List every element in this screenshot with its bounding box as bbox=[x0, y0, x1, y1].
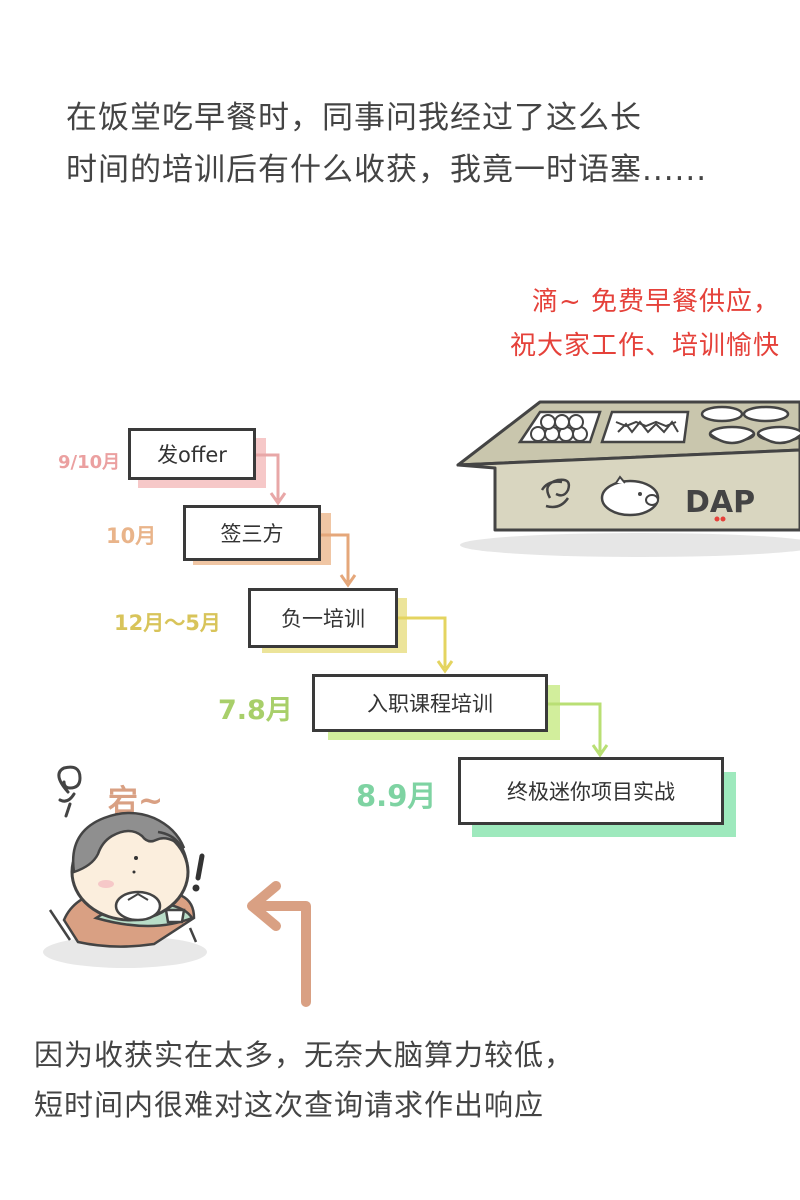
intro-text: 在饭堂吃早餐时，同事问我经过了这么长 时间的培训后有什么收获，我竟一时语塞...… bbox=[66, 92, 707, 196]
step-1-date: 9/10月 bbox=[58, 452, 121, 473]
egg-tray bbox=[517, 410, 602, 444]
step-3-box: 负一培训 bbox=[248, 588, 398, 648]
exclamation-icon bbox=[192, 853, 205, 892]
breakfast-counter-illustration: DAP bbox=[456, 400, 800, 557]
food-tray bbox=[600, 410, 690, 444]
notice-line-2: 祝大家工作、培训愉快 bbox=[509, 331, 780, 361]
cup-icon bbox=[164, 908, 186, 924]
intro-line-2: 时间的培训后有什么收获，我竟一时语塞...... bbox=[66, 152, 708, 188]
steamed-bun-icon bbox=[114, 890, 162, 922]
step-3-label: 负一培训 bbox=[281, 607, 365, 631]
dap-logo-text: DAP bbox=[685, 485, 755, 520]
swirl-logo-icon bbox=[540, 478, 571, 509]
pig-icon bbox=[600, 475, 660, 517]
bowls bbox=[700, 405, 800, 445]
sleepy-character-illustration bbox=[43, 765, 207, 968]
step-5-date: 8.9月 bbox=[356, 779, 437, 813]
notice-line-1: 滴~ 免费早餐供应， bbox=[531, 287, 780, 317]
step-2-label: 签三方 bbox=[220, 522, 284, 546]
step-4-label: 入职课程培训 bbox=[367, 692, 493, 716]
outro-text: 因为收获实在太多，无奈大脑算力较低， 短时间内很难对这次查询请求作出响应 bbox=[34, 1030, 574, 1130]
step-3-date: 12月～5月 bbox=[114, 611, 221, 635]
intro-line-1: 在饭堂吃早餐时，同事问我经过了这么长 bbox=[66, 100, 642, 136]
step-1-box: 发offer bbox=[128, 428, 256, 480]
outro-line-2: 短时间内很难对这次查询请求作出响应 bbox=[34, 1088, 545, 1122]
step-5-box: 终极迷你项目实战 bbox=[458, 757, 724, 825]
breakfast-notice: 滴~ 免费早餐供应， 祝大家工作、培训愉快 bbox=[510, 280, 780, 368]
step-2-date: 10月 bbox=[106, 524, 157, 548]
dizzy-swirl-icon bbox=[57, 765, 82, 818]
step-1-label: 发offer bbox=[157, 443, 227, 467]
outro-line-1: 因为收获实在太多，无奈大脑算力较低， bbox=[34, 1038, 575, 1072]
step-5-label: 终极迷你项目实战 bbox=[507, 780, 675, 804]
step-2-box: 签三方 bbox=[183, 505, 321, 561]
step-4-date: 7.8月 bbox=[218, 695, 293, 726]
step-4-box: 入职课程培训 bbox=[312, 674, 548, 732]
